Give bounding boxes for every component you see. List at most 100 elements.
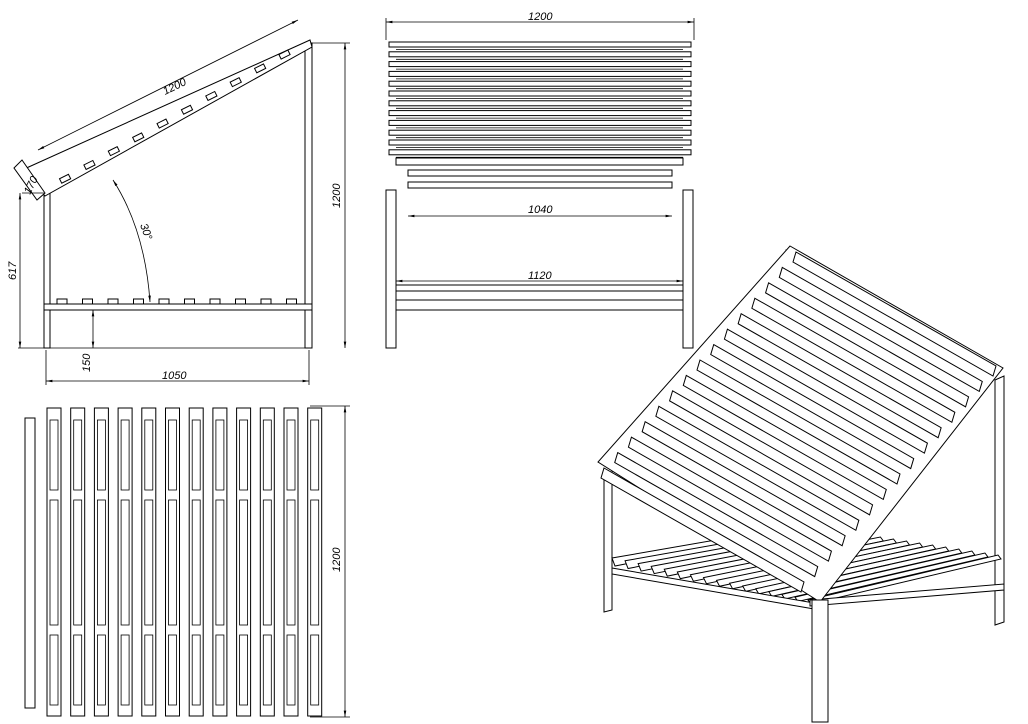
front-post [43, 192, 51, 349]
plan-slat-inner [310, 499, 320, 626]
roof-slat [388, 129, 692, 136]
shelf-slat [184, 298, 195, 305]
angle-arc [112, 179, 151, 303]
side-view: 1200 170 30° 1200 617 150 1050 [7, 19, 350, 385]
roof-slat [388, 119, 692, 126]
roof-slat [388, 61, 692, 68]
plan-slat-inner [168, 419, 177, 491]
dim-front-height: 617 [7, 261, 19, 280]
dim-depth: 1050 [162, 370, 187, 382]
dim-inner-slat: 1040 [528, 204, 553, 216]
roof-slat [778, 266, 983, 393]
plan-slat [46, 407, 62, 717]
plan-slat [212, 407, 228, 717]
dim-plan-length: 1200 [331, 547, 343, 572]
plan-slat-inner [73, 499, 83, 626]
roof-slat [205, 90, 218, 102]
plan-slat-inner [239, 419, 249, 491]
roof-slat [751, 297, 956, 424]
plan-slat-inner [215, 499, 225, 626]
roof-slat [696, 359, 901, 485]
plan-slat-inner [97, 419, 106, 491]
dim-angle: 30° [137, 222, 154, 242]
shelf-slat [133, 298, 144, 305]
plan-slat-inner [49, 499, 59, 626]
roof-slat [388, 149, 692, 156]
plan-slat [165, 407, 180, 717]
plan-slat-inner [286, 419, 296, 491]
shelf-beam [43, 303, 313, 311]
plan-slat [307, 407, 323, 717]
plan-slat-inner [262, 499, 272, 626]
roof-slat [83, 159, 96, 171]
top-rail [395, 157, 684, 166]
plan-edge-beam [24, 417, 36, 709]
roof-slat [58, 173, 72, 184]
roof-slat [229, 77, 243, 88]
dim-height: 1200 [331, 183, 343, 208]
right-leg [682, 189, 694, 349]
dim-slope-length: 1200 [161, 76, 189, 98]
roof-end-slat [13, 159, 46, 201]
dim-line-1200-slope [37, 19, 299, 151]
roof-slat [600, 467, 805, 593]
inner-slat [407, 169, 673, 177]
roof-slat [180, 104, 194, 115]
shelf-slat [56, 298, 68, 305]
shelf-rail [395, 299, 684, 311]
plan-slat [117, 407, 133, 717]
plan-slat-inner [144, 499, 154, 626]
plan-slat [70, 407, 86, 717]
roof-slat [388, 80, 692, 87]
plan-slat-inner [97, 634, 106, 706]
plan-slat-inner [120, 499, 130, 626]
post [994, 375, 1005, 626]
plan-slat-inner [239, 634, 249, 706]
shelf-slat [286, 298, 297, 305]
roof-slat [131, 132, 145, 143]
plan-slat-inner [73, 634, 83, 706]
roof-slat [388, 139, 692, 146]
plan-slat-inner [310, 634, 320, 706]
plan-slat-inner [73, 419, 83, 491]
roof-slat [278, 49, 291, 60]
plan-slat-inner [191, 634, 201, 706]
front-view: 1200 1040 1120 [385, 11, 695, 349]
plan-slat-inner [49, 419, 59, 491]
plan-slat-inner [97, 499, 106, 626]
roof-slat [682, 374, 887, 501]
isometric-view [597, 245, 1005, 723]
plan-slat-inner [310, 419, 320, 491]
roof-beam [21, 39, 313, 197]
rear-post [304, 42, 313, 349]
plan-slat [236, 407, 252, 717]
roof-slat [253, 63, 267, 74]
plan-slat-inner [191, 499, 201, 626]
roof-slat [388, 100, 692, 107]
roof-slat [388, 70, 692, 77]
roof-slat [641, 420, 846, 547]
shelf-rail [809, 583, 1005, 607]
roof-slat [107, 146, 121, 157]
plan-slat-inner [191, 419, 201, 491]
roof-slat [388, 41, 692, 48]
plan-slat-inner [120, 634, 130, 706]
roof-slat [723, 328, 929, 454]
inner-slat [407, 181, 673, 189]
shelf-slat [260, 298, 272, 305]
shelf-slat [158, 298, 170, 305]
roof-slat [627, 436, 833, 562]
roof-slat [737, 312, 942, 439]
shelf-slat [209, 298, 221, 305]
dim-shelf-height: 150 [81, 353, 93, 372]
plan-slat [188, 407, 204, 717]
dim-shelf-width: 1120 [528, 270, 553, 282]
roof-slat [388, 110, 692, 117]
plan-slat-inner [168, 499, 177, 626]
plan-view: 1200 [24, 405, 350, 718]
shelf-slat [82, 298, 93, 305]
plan-slat [259, 407, 275, 717]
plan-slat-inner [144, 634, 154, 706]
plan-slat-inner [286, 634, 296, 706]
